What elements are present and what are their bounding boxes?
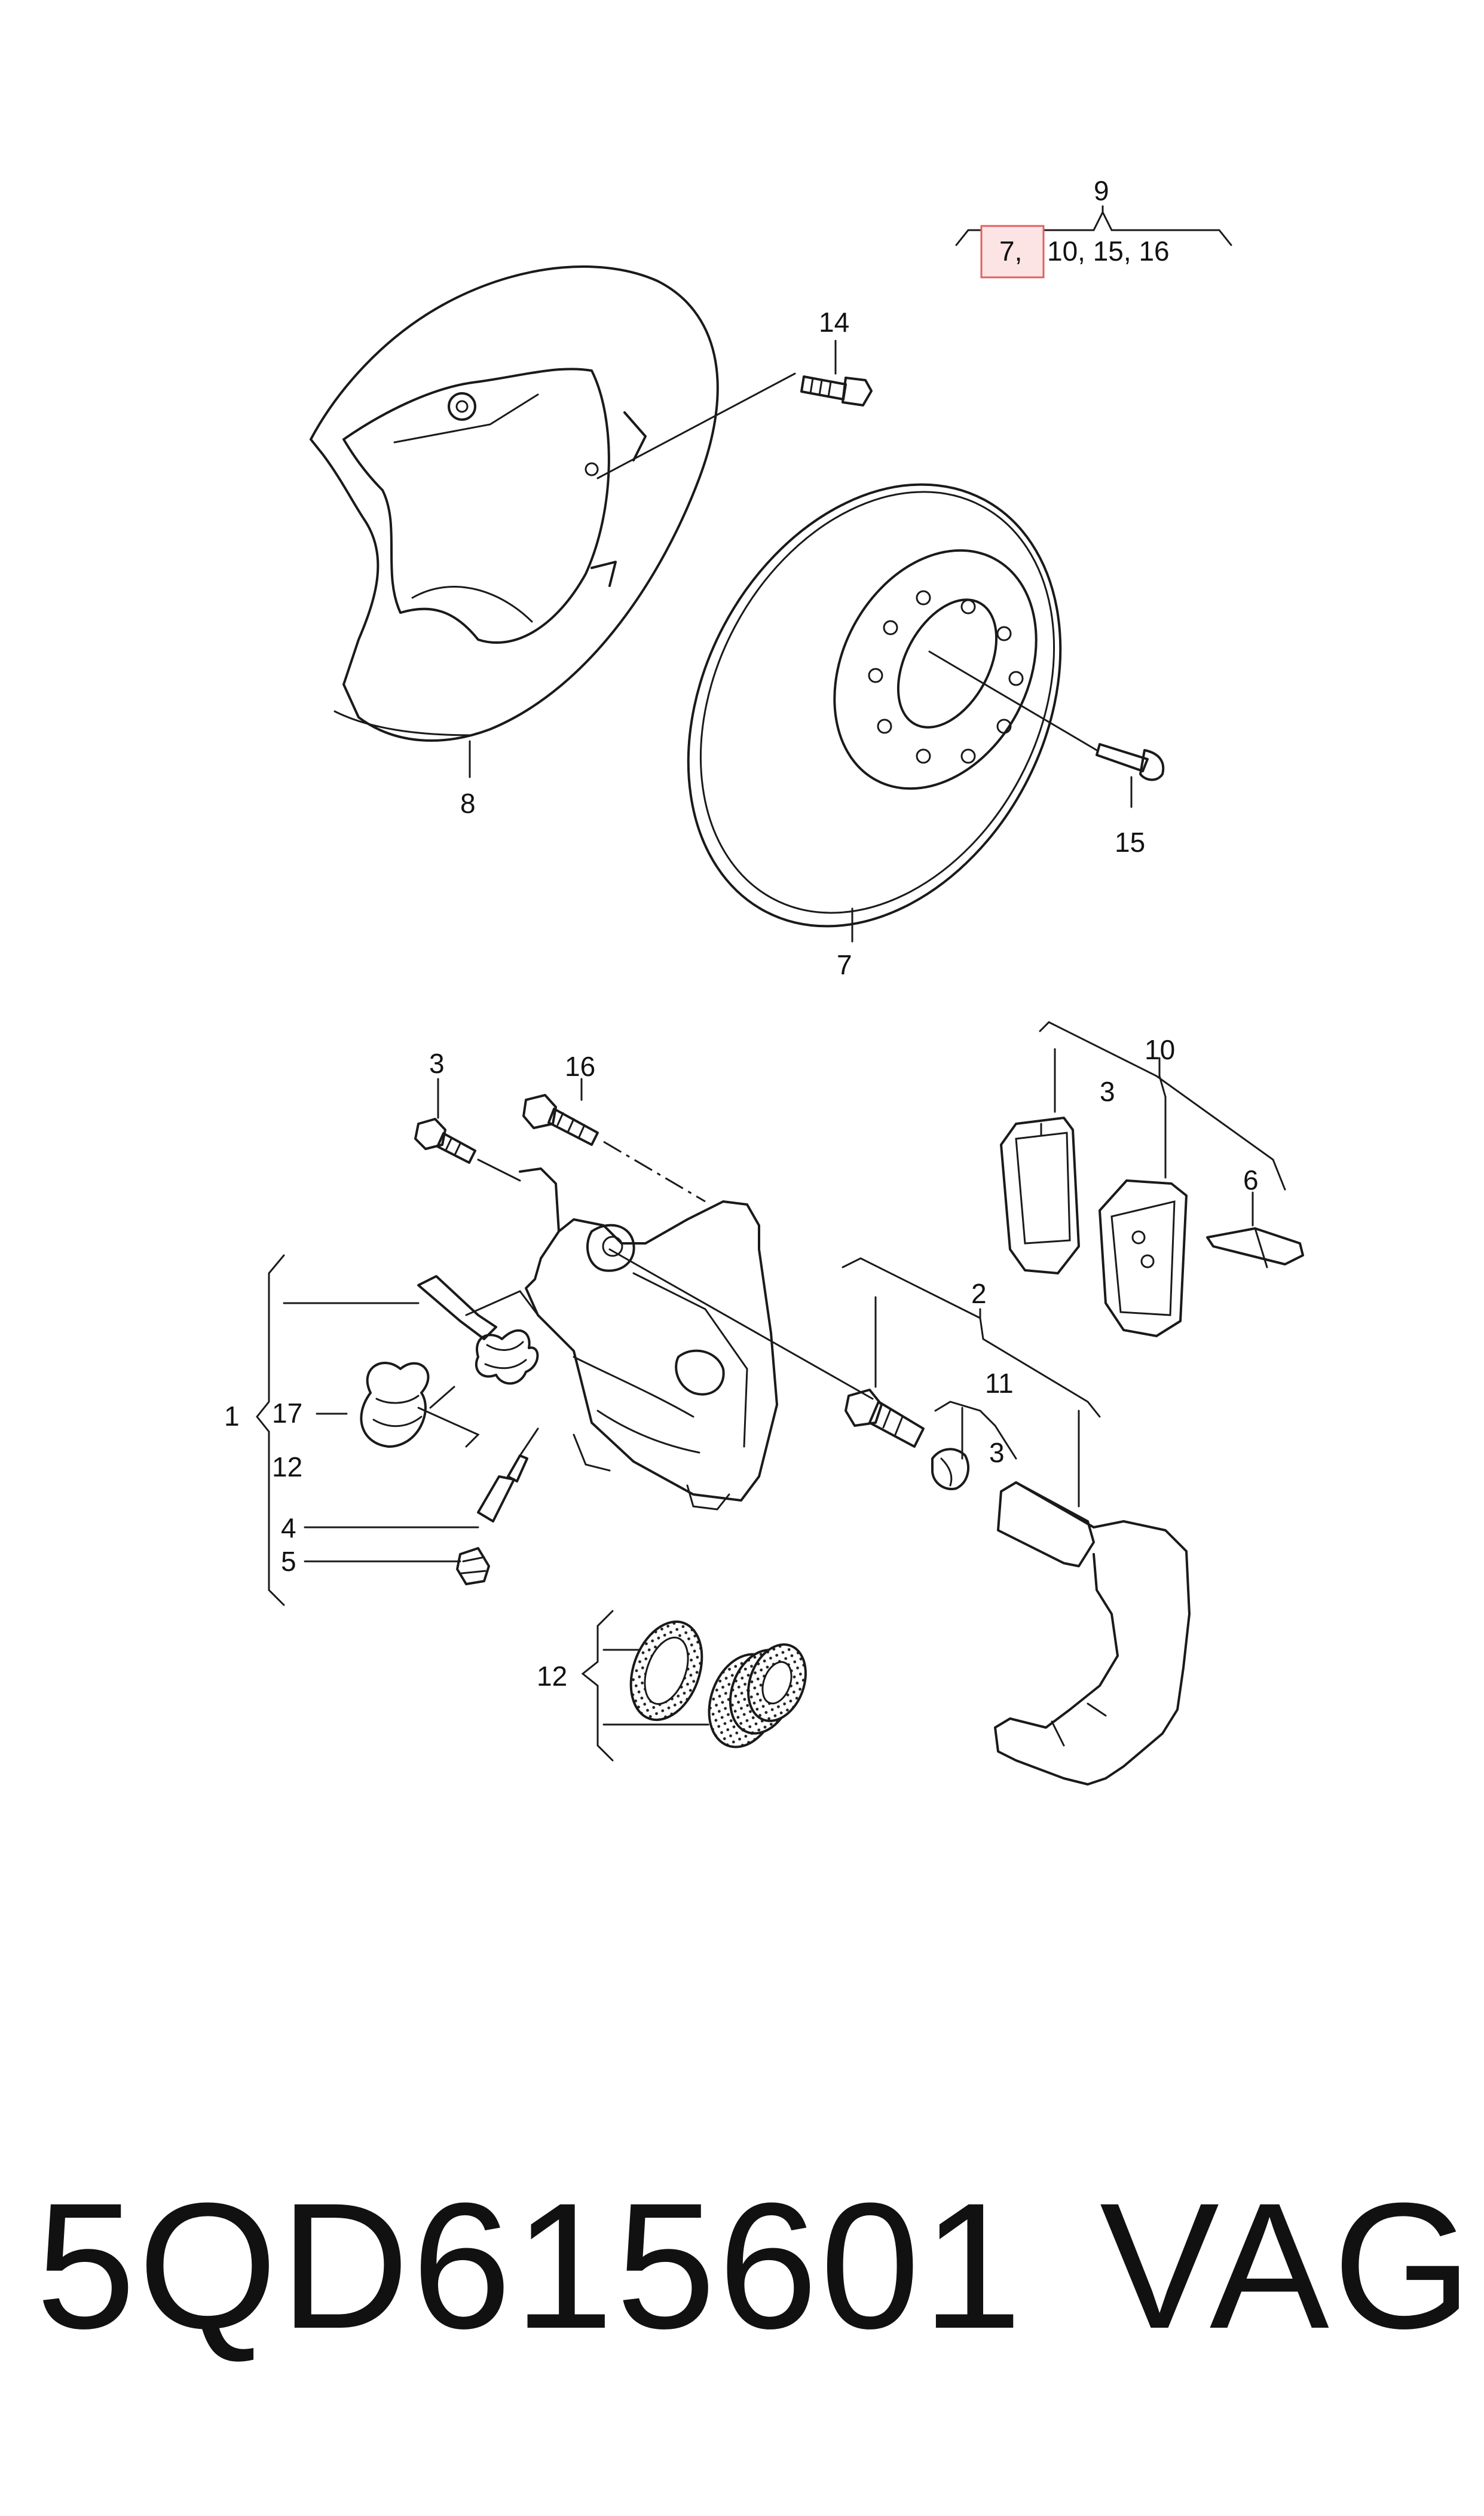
- callout-9[interactable]: 9: [1094, 175, 1109, 206]
- highlight-box-7[interactable]: [980, 225, 1045, 279]
- spring-clip-17[interactable]: [360, 1362, 480, 1448]
- callout-12b[interactable]: 12: [537, 1661, 567, 1692]
- callout-17[interactable]: 17: [272, 1398, 302, 1429]
- callout-7-highlight[interactable]: 7,: [999, 236, 1022, 267]
- bleeder-valve-4[interactable]: [477, 1427, 539, 1523]
- brake-pad-inner[interactable]: [1000, 1117, 1080, 1274]
- callout-2[interactable]: 2: [971, 1278, 987, 1309]
- bolt-3[interactable]: [414, 1078, 521, 1182]
- bolt-16[interactable]: [522, 1078, 706, 1203]
- callout-3b[interactable]: 3: [1100, 1076, 1115, 1107]
- hose-guide[interactable]: [417, 1275, 539, 1340]
- group-bracket-1: [256, 1254, 479, 1606]
- pad-set-bracket-10: [1039, 1021, 1286, 1191]
- callout-16[interactable]: 16: [565, 1051, 595, 1082]
- pad-spring-6[interactable]: [1206, 1191, 1304, 1268]
- exploded-parts-diagram: 9 7, 10, 15, 16 8 14: [224, 175, 1304, 1786]
- guide-pin-bracket-11: [934, 1401, 1017, 1460]
- callout-8[interactable]: 8: [460, 788, 476, 819]
- callout-6[interactable]: 6: [1243, 1164, 1259, 1196]
- bolt-14[interactable]: [596, 340, 873, 479]
- callout-4[interactable]: 4: [281, 1512, 296, 1543]
- callout-7[interactable]: 7: [837, 949, 852, 980]
- guide-line-caliper: [608, 1248, 874, 1400]
- callout-12a[interactable]: 12: [272, 1451, 302, 1482]
- brake-caliper-1[interactable]: [519, 1167, 778, 1511]
- callout-11[interactable]: 11: [985, 1368, 1014, 1399]
- kit-bracket-9: [955, 205, 1232, 246]
- piston-seal-ring[interactable]: [618, 1612, 715, 1729]
- return-spring[interactable]: [475, 1329, 539, 1385]
- bleeder-cap-5[interactable]: [456, 1547, 490, 1585]
- guide-pin[interactable]: [844, 1389, 925, 1448]
- brake-dust-shield-8[interactable]: [310, 265, 719, 778]
- callout-15[interactable]: 15: [1115, 827, 1145, 858]
- callout-3a[interactable]: 3: [429, 1048, 445, 1079]
- brake-disc-7[interactable]: [614, 420, 1134, 991]
- caliper-carrier[interactable]: [994, 1481, 1191, 1786]
- callout-14[interactable]: 14: [819, 307, 849, 338]
- callout-3c[interactable]: 3: [989, 1437, 1005, 1468]
- piston-dust-boot[interactable]: [697, 1637, 816, 1757]
- part-number: 5QD615601: [36, 2165, 1024, 2366]
- screw-15[interactable]: [928, 650, 1165, 808]
- callout-10[interactable]: 10: [1145, 1034, 1175, 1065]
- guide-pin-bracket-2: [842, 1257, 1101, 1508]
- callout-1[interactable]: 1: [224, 1401, 240, 1432]
- callout-5[interactable]: 5: [281, 1546, 296, 1577]
- brand-name: VAG: [1100, 2165, 1476, 2366]
- brake-pad-outer[interactable]: [1099, 1179, 1188, 1337]
- callout-9-list: 10, 15, 16: [1047, 236, 1170, 267]
- guide-pin-boot[interactable]: [931, 1448, 969, 1490]
